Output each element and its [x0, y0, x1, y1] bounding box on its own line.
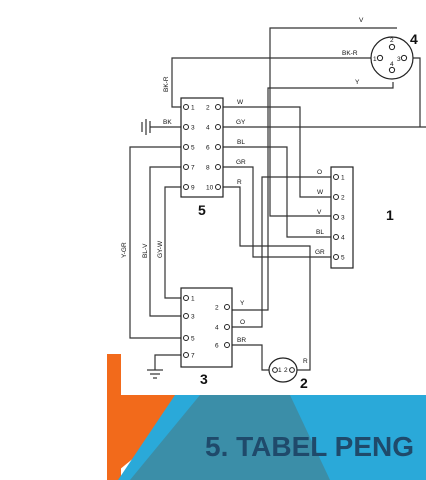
block-2-connector: 1 2 2 — [268, 357, 308, 391]
wire-label-bk-r-top: BK-R — [342, 50, 358, 57]
wire-label-y3: Y — [240, 300, 245, 307]
block-5-label: 5 — [198, 202, 206, 218]
wire-label-bl: BL — [237, 139, 245, 146]
block-3-pin-label: 7 — [191, 353, 195, 360]
block-1-connector: 1 2 3 4 5 1 — [330, 166, 394, 269]
block-5-pin-label: 6 — [206, 145, 210, 152]
block-1-pin-2 — [333, 194, 339, 200]
wire-label-bk: BK — [163, 119, 172, 126]
block-3-pin-label: 3 — [191, 314, 195, 321]
block-3-connector: 1 2 3 4 5 6 7 3 — [180, 287, 233, 387]
wire-label-r2: R — [303, 358, 308, 365]
block-5-pin-4 — [215, 124, 221, 130]
wire-label-y-top: Y — [355, 79, 360, 86]
block-2-pin-1: 1 — [278, 367, 282, 374]
block-3-pin-6 — [224, 342, 230, 348]
block-5-pin-label: 1 — [191, 105, 195, 112]
block-5-pin-label: 7 — [191, 165, 195, 172]
block-5-pin-label: 4 — [206, 125, 210, 132]
banner-title: 5. TABEL PENG — [205, 431, 414, 462]
wire-label-y-gr: Y-GR — [121, 242, 128, 258]
wire-label-v1: V — [317, 209, 322, 216]
block-5-pin-label: 5 — [191, 145, 195, 152]
block-5-pin-10 — [215, 184, 221, 190]
block-4-label: 4 — [410, 31, 418, 47]
block-1-label: 1 — [386, 207, 394, 223]
block-5-pin-label: 8 — [206, 165, 210, 172]
block-5-pin-label: 3 — [191, 125, 195, 132]
ground-symbol-top — [141, 119, 151, 135]
block-1-pin-label: 4 — [341, 235, 345, 242]
wire-label-v-top: V — [359, 17, 364, 24]
block-5-pin-7 — [183, 164, 189, 170]
title-banner: 5. TABEL PENG — [107, 354, 426, 480]
wire-label-gr: GR — [236, 159, 246, 166]
block-3-pin-7 — [183, 352, 189, 358]
wire-label-gr1: GR — [315, 249, 325, 256]
block-3-pin-2 — [224, 304, 230, 310]
block-2-pin-2: 2 — [284, 367, 288, 374]
block-2-label: 2 — [300, 375, 308, 391]
block-1-pin-1 — [333, 174, 339, 180]
wire-label-gy-w: GY-W — [157, 240, 164, 258]
block-1-pin-5 — [333, 254, 339, 260]
block-5-pin-8 — [215, 164, 221, 170]
block-5-pin-5 — [183, 144, 189, 150]
block-5-connector: 1 2 3 4 5 6 7 8 9 10 5 — [180, 97, 224, 218]
block-3-pin-label: 2 — [215, 305, 219, 312]
block-3-pin-label: 5 — [191, 336, 195, 343]
block-3-pin-4 — [224, 324, 230, 330]
wire-label-o: O — [317, 169, 322, 176]
block-1-pin-label: 5 — [341, 255, 345, 262]
block-5-pin-1 — [183, 104, 189, 110]
block-4-pin-4: 4 — [390, 61, 394, 68]
block-4-pin-2: 2 — [390, 37, 394, 44]
block-1-pin-4 — [333, 234, 339, 240]
block-5-pin-label: 9 — [191, 185, 195, 192]
wire-label-bk-r-side: BK-R — [163, 76, 170, 92]
block-5-pin-2 — [215, 104, 221, 110]
wire-label-o3: O — [240, 319, 245, 326]
wire-label-gy: GY — [236, 119, 246, 126]
block-1-pin-3 — [333, 214, 339, 220]
block-3-pin-5 — [183, 335, 189, 341]
block-3-label: 3 — [200, 371, 208, 387]
ground-symbol-bottom — [147, 369, 163, 379]
wire-label-w: W — [237, 99, 244, 106]
wire-labels: V BK-R Y BK-R BK W GY BL GR R O W V BL G… — [121, 17, 364, 365]
wire-label-bl-v: BL-V — [142, 243, 149, 258]
block-1-pin-label: 1 — [341, 175, 345, 182]
block-3-pin-1 — [183, 295, 189, 301]
block-3-pin-label: 4 — [215, 325, 219, 332]
wire-label-bl1: BL — [316, 229, 324, 236]
block-3-pin-3 — [183, 313, 189, 319]
block-5-pin-6 — [215, 144, 221, 150]
wire-label-w1: W — [317, 189, 324, 196]
wire-label-br: BR — [237, 337, 246, 344]
block-5-pin-label: 2 — [206, 105, 210, 112]
wires — [129, 27, 426, 371]
block-4-pin-3: 3 — [397, 56, 401, 63]
wire-label-r: R — [237, 179, 242, 186]
block-5-pin-9 — [183, 184, 189, 190]
block-3-pin-label: 1 — [191, 296, 195, 303]
block-1-pin-label: 2 — [341, 195, 345, 202]
block-5-pin-3 — [183, 124, 189, 130]
block-3-pin-label: 6 — [215, 343, 219, 350]
block-5-pin-label: 10 — [206, 185, 214, 192]
block-4-connector: 2 1 3 4 4 — [370, 31, 418, 80]
block-4-pin-1: 1 — [373, 56, 377, 63]
banner-teal-band — [130, 395, 330, 480]
block-1-pin-label: 3 — [341, 215, 345, 222]
